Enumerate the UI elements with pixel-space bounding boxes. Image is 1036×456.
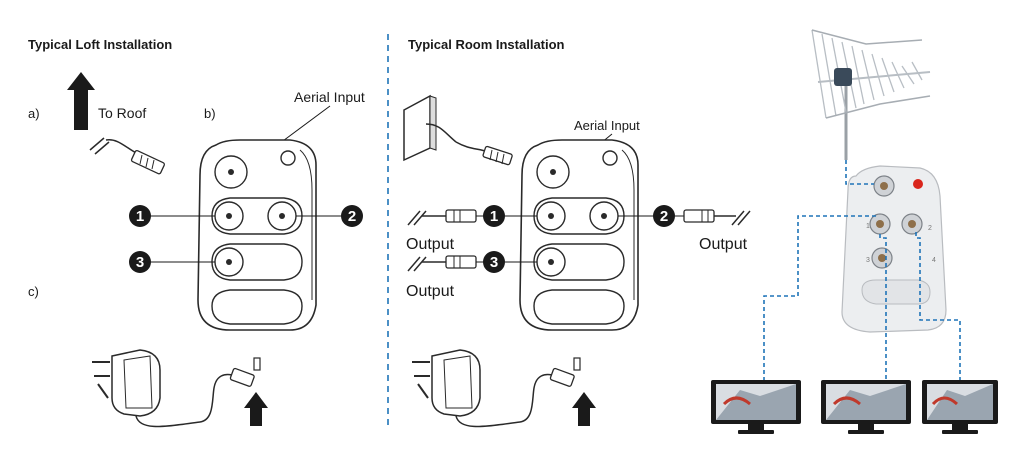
power-adapter-icon (92, 349, 261, 428)
aerial-to-amp-signal (845, 160, 874, 185)
loft-callout-2-num: 2 (348, 208, 356, 225)
amp-to-tv1-signal (763, 215, 876, 386)
room-power-adapter-icon (412, 349, 581, 428)
amp-port-label-1: 1 (866, 223, 870, 230)
room-plug-in-arrow-icon (572, 392, 596, 426)
loft-callout-3-num: 3 (136, 254, 144, 271)
amp-port-label-3: 3 (866, 257, 870, 264)
loft-callout-3 (129, 251, 151, 273)
coax-plug-icon (89, 137, 165, 175)
distribution-amplifier-icon: 1 2 3 4 (841, 165, 947, 333)
room-output-2-cable (683, 209, 751, 226)
loft-title: Typical Loft Installation (28, 37, 172, 52)
room-callout-3-num: 3 (490, 254, 498, 271)
wall-socket-icon (403, 94, 513, 166)
loft-plug-in-arrow-icon (244, 392, 268, 426)
room-callout-1 (483, 205, 505, 227)
loft-label-a: a) (28, 106, 40, 121)
room-output-1-label: Output (406, 236, 455, 253)
room-output-1-cable (407, 209, 477, 226)
room-aerial-input-label: Aerial Input (574, 118, 640, 133)
loft-callout-2 (341, 205, 363, 227)
room-output-2-label: Output (699, 236, 748, 253)
amp-port-label-2: 2 (928, 225, 932, 232)
tv-aerial-icon (811, 29, 931, 160)
to-roof-label: To Roof (98, 105, 146, 121)
loft-callout-1-num: 1 (136, 208, 144, 225)
amp-to-tv2-signal (879, 234, 887, 386)
tv-1 (711, 380, 801, 434)
amp-port-label-4: 4 (932, 257, 936, 264)
room-callout-3 (483, 251, 505, 273)
room-title: Typical Room Installation (408, 37, 565, 52)
room-callout-2-num: 2 (660, 208, 668, 225)
room-callout-2 (653, 205, 675, 227)
loft-label-b: b) (204, 106, 216, 121)
loft-label-c: c) (28, 284, 39, 299)
tv-2 (821, 380, 911, 434)
room-amplifier (519, 139, 639, 331)
room-output-3-cable (407, 255, 477, 272)
tv-3 (922, 380, 998, 434)
loft-callout-1 (129, 205, 151, 227)
loft-aerial-input-label: Aerial Input (294, 89, 365, 105)
up-arrow-icon (67, 72, 95, 130)
room-output-3-label: Output (406, 283, 455, 300)
loft-amplifier (197, 139, 317, 331)
amp-to-tv3-signal (915, 232, 961, 386)
room-callout-1-num: 1 (490, 208, 498, 225)
